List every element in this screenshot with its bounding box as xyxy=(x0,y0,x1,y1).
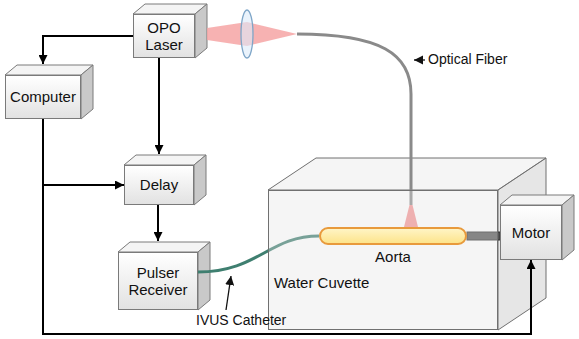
box-top-face xyxy=(118,242,210,252)
signal-arrow xyxy=(157,205,159,241)
water-cuvette: Water Cuvette Aorta xyxy=(268,190,498,330)
connector xyxy=(43,119,531,334)
aorta-vessel: Aorta xyxy=(319,227,467,267)
box-top-face xyxy=(5,65,93,75)
signal-arrow xyxy=(43,119,531,334)
focusing-lens xyxy=(241,10,253,58)
optical-fiber xyxy=(297,34,411,205)
aorta-cylinder xyxy=(319,227,467,245)
node-label: Computer xyxy=(7,88,79,105)
signal-arrow xyxy=(158,58,160,154)
connector xyxy=(158,205,159,241)
part-label: Optical Fiber xyxy=(428,51,507,67)
connector xyxy=(159,58,160,154)
device-box: Motor xyxy=(500,205,562,260)
signal-arrow xyxy=(43,36,133,64)
connector xyxy=(43,36,133,64)
connector xyxy=(43,119,124,185)
device-box: OPO Laser xyxy=(133,14,195,58)
box-faces xyxy=(5,4,574,330)
box-side-face xyxy=(562,195,574,260)
box-top-face xyxy=(500,195,574,205)
box-top-face xyxy=(133,4,207,14)
leader-line xyxy=(414,59,425,60)
box-side-face xyxy=(81,65,93,119)
node-label: Pulser Receiver xyxy=(119,264,197,299)
box-top-face xyxy=(124,155,206,165)
device-box: Delay xyxy=(124,165,194,205)
box-side-face xyxy=(198,242,210,310)
device-box: Pulser Receiver xyxy=(118,252,198,310)
node-label: Motor xyxy=(509,224,553,241)
signal-arrow xyxy=(43,119,124,185)
device-box: Computer xyxy=(5,75,81,119)
leader-line xyxy=(226,276,231,310)
box-side-face xyxy=(195,4,207,58)
node-label: Delay xyxy=(137,176,181,193)
node-label: Aorta xyxy=(319,248,467,265)
node-label: Water Cuvette xyxy=(274,274,369,291)
node-label: OPO Laser xyxy=(134,19,194,54)
part-label: IVUS Catheter xyxy=(196,312,286,328)
box-side-face xyxy=(194,155,206,205)
